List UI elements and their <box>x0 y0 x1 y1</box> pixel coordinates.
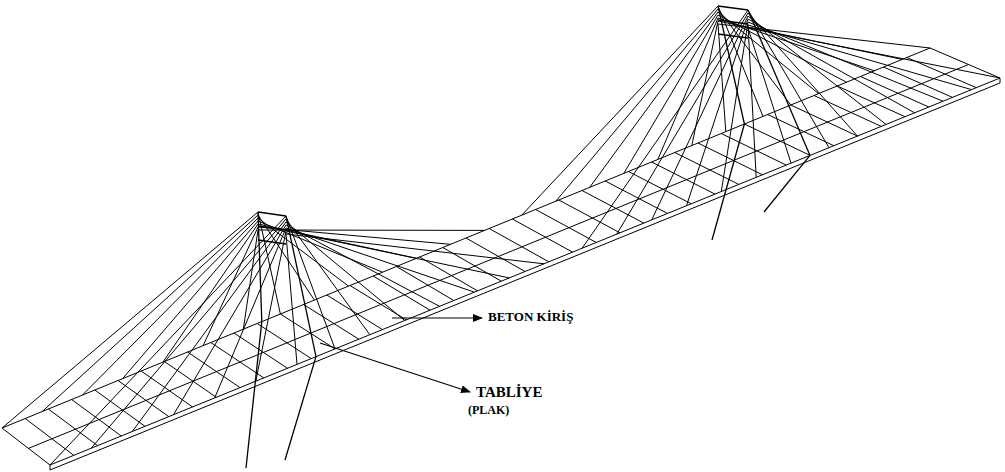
stay-cable <box>132 222 286 432</box>
part-label: BETON KİRİŞ <box>486 310 575 324</box>
part-label: (PLAK) <box>466 404 511 417</box>
deck-end <box>930 48 1000 78</box>
stay-cable <box>174 225 287 415</box>
stay-cable <box>203 227 258 346</box>
pylon-leg <box>712 124 744 240</box>
pylons <box>246 6 810 468</box>
cross-beam <box>536 210 597 243</box>
cross-beam <box>791 105 858 136</box>
stay-cable <box>258 230 485 231</box>
pylon-leg <box>246 322 262 468</box>
cross-beam <box>95 390 145 426</box>
stay-cable <box>658 18 718 160</box>
stay-cable <box>721 22 748 192</box>
cross-beam <box>25 419 74 456</box>
pylon-crossbeam <box>718 34 748 38</box>
cross-beam <box>698 143 763 175</box>
stay-cables <box>2 6 1000 465</box>
pylon-leg <box>748 10 810 155</box>
cross-beam <box>489 229 549 262</box>
stay-cable <box>582 10 748 248</box>
deck-edge <box>50 83 1000 470</box>
stay-cable <box>624 15 718 173</box>
stay-cable <box>286 225 440 306</box>
leader-arrow <box>392 317 482 318</box>
stay-cable <box>590 12 718 187</box>
leader-arrow <box>320 343 470 392</box>
stay-cable <box>652 16 748 220</box>
stay-cable <box>163 224 258 362</box>
cross-beam <box>884 67 953 97</box>
deck <box>2 48 1000 470</box>
pylon-crossbeam <box>258 240 286 244</box>
stay-cable <box>82 218 258 395</box>
pylon-leg <box>764 155 810 212</box>
stay-cable <box>286 222 405 321</box>
pylon-crossbeam <box>718 6 748 10</box>
stay-cable <box>123 221 258 379</box>
cross-beam <box>814 96 881 127</box>
stay-cable <box>687 19 749 206</box>
stay-cable <box>522 6 718 215</box>
pylon-crossbeam <box>258 226 286 230</box>
deck-end <box>50 465 51 470</box>
stay-cable <box>286 234 544 264</box>
pylon-crossbeam <box>718 20 748 24</box>
concrete-beam <box>28 65 968 449</box>
cross-beam <box>605 181 667 213</box>
stay-cable <box>692 21 718 146</box>
pylon-leg <box>258 212 262 322</box>
cross-beam <box>164 362 216 398</box>
stay-cable <box>258 218 349 286</box>
pylon-leg <box>718 6 744 124</box>
stay-cable <box>748 25 756 177</box>
pylon-leg <box>285 357 316 460</box>
stay-cable <box>2 212 258 428</box>
deck-end <box>1000 78 1001 83</box>
stay-cable <box>286 234 297 364</box>
deck-end <box>2 428 50 465</box>
stay-cable <box>215 228 286 398</box>
stay-cable <box>256 231 286 381</box>
stay-cable <box>42 215 258 412</box>
stay-cable <box>718 24 930 48</box>
cross-beam <box>72 400 122 437</box>
stay-cable <box>748 28 1000 78</box>
cross-beam <box>512 219 572 252</box>
cross-beam <box>652 162 715 194</box>
cross-beam <box>582 191 644 224</box>
stay-cable <box>91 219 286 448</box>
stay-cable <box>243 230 258 329</box>
cross-beam <box>141 371 192 407</box>
stay-cable <box>718 24 726 132</box>
cross-beam <box>559 200 620 233</box>
pylon-crossbeam <box>258 212 286 216</box>
part-label: TABLİYE <box>474 384 544 401</box>
pylon-leg <box>286 216 316 357</box>
